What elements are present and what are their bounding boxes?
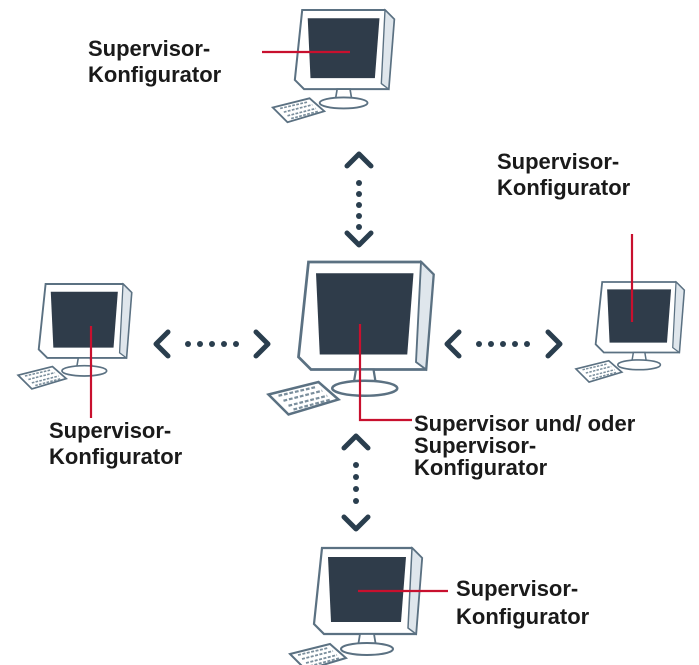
label-right-line1: Supervisor- <box>497 149 620 174</box>
connector-top-center <box>347 154 371 245</box>
computer-right <box>575 281 686 383</box>
label-top-line2: Konfigurator <box>88 62 222 87</box>
label-left-line1: Supervisor- <box>49 418 172 443</box>
label-center-line1: Supervisor und/ oder <box>414 411 636 436</box>
label-right-supervisor-configurator: Supervisor- Konfigurator <box>497 149 630 201</box>
label-bottom-line2: Konfigurator <box>456 604 590 629</box>
computer-center <box>267 260 435 416</box>
label-center-supervisor: Supervisor und/ oder Supervisor- Konfigu… <box>414 413 635 479</box>
leader-lines <box>89 50 634 593</box>
label-bottom-supervisor-configurator: Supervisor- Konfigurator <box>456 575 589 631</box>
computer-left <box>17 283 133 390</box>
label-left-line2: Konfigurator <box>49 444 183 469</box>
label-bottom-line1: Supervisor- <box>456 576 579 601</box>
connector-left-center <box>156 332 268 356</box>
label-center-line3: Konfigurator <box>414 455 548 480</box>
connector-center-bottom <box>344 436 368 529</box>
label-center-line2: Supervisor- <box>414 433 537 458</box>
computer-top <box>271 8 396 124</box>
label-left-supervisor-configurator: Supervisor- Konfigurator <box>49 418 182 470</box>
computer-bottom <box>288 546 424 665</box>
label-right-line2: Konfigurator <box>497 175 631 200</box>
connector-center-right <box>447 332 560 356</box>
label-top-supervisor-configurator: Supervisor- Konfigurator <box>88 36 221 88</box>
label-top-line1: Supervisor- <box>88 36 211 61</box>
